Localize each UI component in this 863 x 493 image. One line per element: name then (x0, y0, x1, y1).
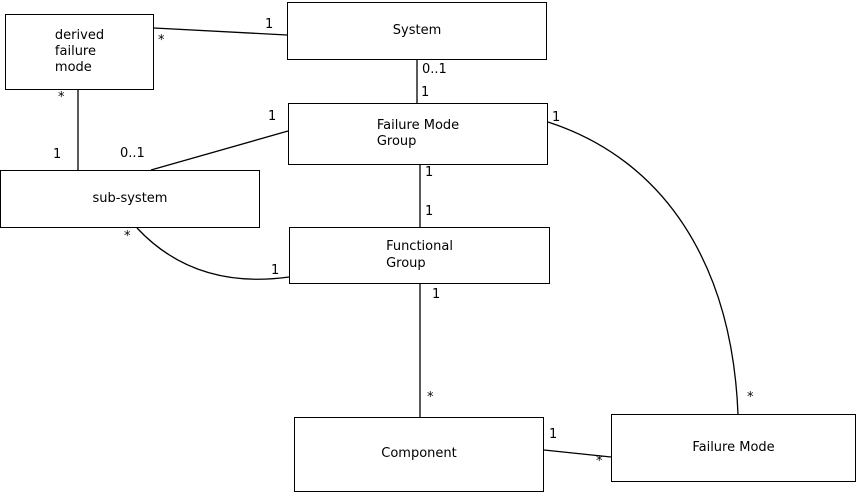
multiplicity-component-end-of-fg-component: * (427, 390, 434, 405)
edge-sub-system-functional-group (136, 227, 290, 280)
multiplicity-subsystem-end-of-subsystem-fg: * (124, 229, 131, 244)
multiplicity-fmg-end-of-fmg-subsystem: 1 (268, 109, 277, 124)
node-failure-mode-label: Failure Mode (692, 439, 775, 455)
node-functional-group: Functional Group (289, 227, 550, 284)
node-failure-mode-group: Failure Mode Group (288, 103, 548, 165)
multiplicity-fg-end-of-fg-component: 1 (432, 287, 441, 302)
node-failure-mode: Failure Mode (611, 414, 856, 482)
multiplicity-dfm-end-of-system-dfm: * (158, 33, 165, 48)
node-failure-mode-group-label: Failure Mode Group (376, 117, 460, 149)
multiplicity-subsystem-end-of-dfm-subsystem: 1 (53, 147, 62, 162)
edge-failure-mode-group-failure-mode (547, 121, 739, 415)
multiplicity-component-end-of-component-fm: 1 (549, 427, 558, 442)
edge-system-derived-failure-mode (153, 27, 288, 36)
node-system: System (287, 2, 547, 60)
node-derived-failure-mode: derived failure mode (5, 14, 154, 90)
node-system-label: System (392, 22, 442, 38)
multiplicity-system-end-of-system-dfm: 1 (265, 17, 274, 32)
multiplicity-fmg-end-of-fmg-failuremode: 1 (552, 110, 561, 125)
multiplicity-fm-end-of-fmg-failuremode: * (747, 390, 754, 405)
node-sub-system-label: sub-system (92, 190, 168, 206)
node-sub-system: sub-system (0, 170, 260, 228)
multiplicity-fm-end-of-component-fm: * (596, 454, 603, 469)
multiplicity-fmg-end-of-system-fmg: 1 (421, 85, 430, 100)
node-functional-group-label: Functional Group (386, 239, 453, 271)
edge-failure-mode-group-sub-system (150, 130, 289, 171)
node-component-label: Component (381, 446, 457, 462)
multiplicity-dfm-end-of-dfm-subsystem: * (58, 90, 65, 105)
multiplicity-subsystem-end-of-fmg-subsystem: 0..1 (120, 146, 145, 161)
multiplicity-system-end-of-system-fmg: 0..1 (422, 62, 447, 77)
edge-component-failure-mode (543, 449, 612, 458)
multiplicity-fmg-end-of-fmg-fg: 1 (425, 165, 434, 180)
multiplicity-fg-end-of-subsystem-fg: 1 (271, 263, 280, 278)
multiplicity-fg-end-of-fmg-fg: 1 (425, 204, 434, 219)
node-derived-failure-mode-label: derived failure mode (54, 27, 105, 76)
node-component: Component (294, 417, 544, 492)
